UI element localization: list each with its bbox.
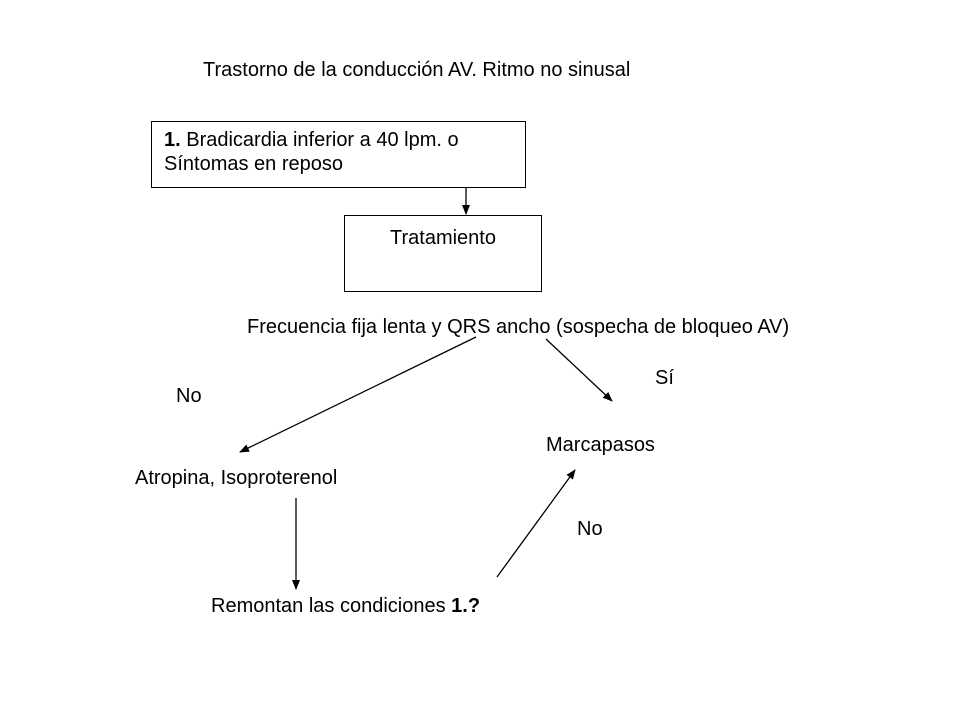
condition-box: 1. Bradicardia inferior a 40 lpm. o Sínt… — [151, 121, 526, 188]
decision-text: Frecuencia fija lenta y QRS ancho (sospe… — [247, 316, 790, 338]
arrow-decision-to-atropina — [239, 336, 477, 453]
atropina-text: Atropina, Isoproterenol — [135, 467, 338, 489]
condition-line-1: 1. Bradicardia inferior a 40 lpm. o — [164, 128, 525, 152]
branch-yes-label: Sí — [655, 367, 674, 389]
treatment-box: Tratamiento — [344, 215, 542, 292]
condition-text-1: Bradicardia inferior a 40 lpm. o — [180, 129, 459, 151]
condition-line-2: Síntomas en reposo — [164, 153, 343, 175]
branch-no-bottom-label: No — [577, 518, 603, 540]
diagram-title: Trastorno de la conducción AV. Ritmo no … — [203, 59, 631, 81]
marcapasos-text: Marcapasos — [546, 434, 655, 456]
remontan-ref: 1.? — [451, 595, 481, 617]
arrow-decision-to-marcapasos — [545, 338, 613, 402]
branch-no-left-label: No — [176, 385, 202, 407]
remontan-text: Remontan las condiciones 1.? — [211, 594, 480, 618]
condition-number: 1. — [164, 129, 181, 151]
treatment-label: Tratamiento — [390, 227, 496, 249]
arrow-remontan-to-marcapasos — [496, 469, 576, 578]
remontan-question: Remontan las condiciones — [211, 595, 452, 617]
